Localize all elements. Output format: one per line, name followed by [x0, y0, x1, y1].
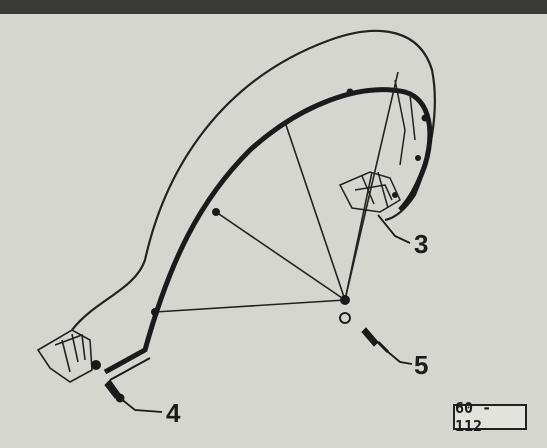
- screw-4: [104, 379, 125, 403]
- radial-lines: [154, 71, 399, 313]
- top-border-band: [0, 0, 547, 14]
- lower-bolt-head: [91, 360, 101, 370]
- upper-bracket: [338, 79, 416, 213]
- center-point-ring: [339, 312, 351, 324]
- leader-lines: [119, 214, 413, 413]
- screw-5: [361, 327, 390, 354]
- arch-clips: [151, 88, 429, 316]
- callout-4: 4: [166, 398, 181, 428]
- fender-inner-arch: [103, 87, 433, 375]
- lower-bracket: [36, 329, 93, 383]
- callout-3: 3: [414, 229, 429, 259]
- callout-5: 5: [414, 350, 429, 380]
- fender-inner-edge: [109, 357, 151, 381]
- figure-reference-number: 60 - 112: [453, 399, 527, 435]
- center-point: [340, 295, 350, 305]
